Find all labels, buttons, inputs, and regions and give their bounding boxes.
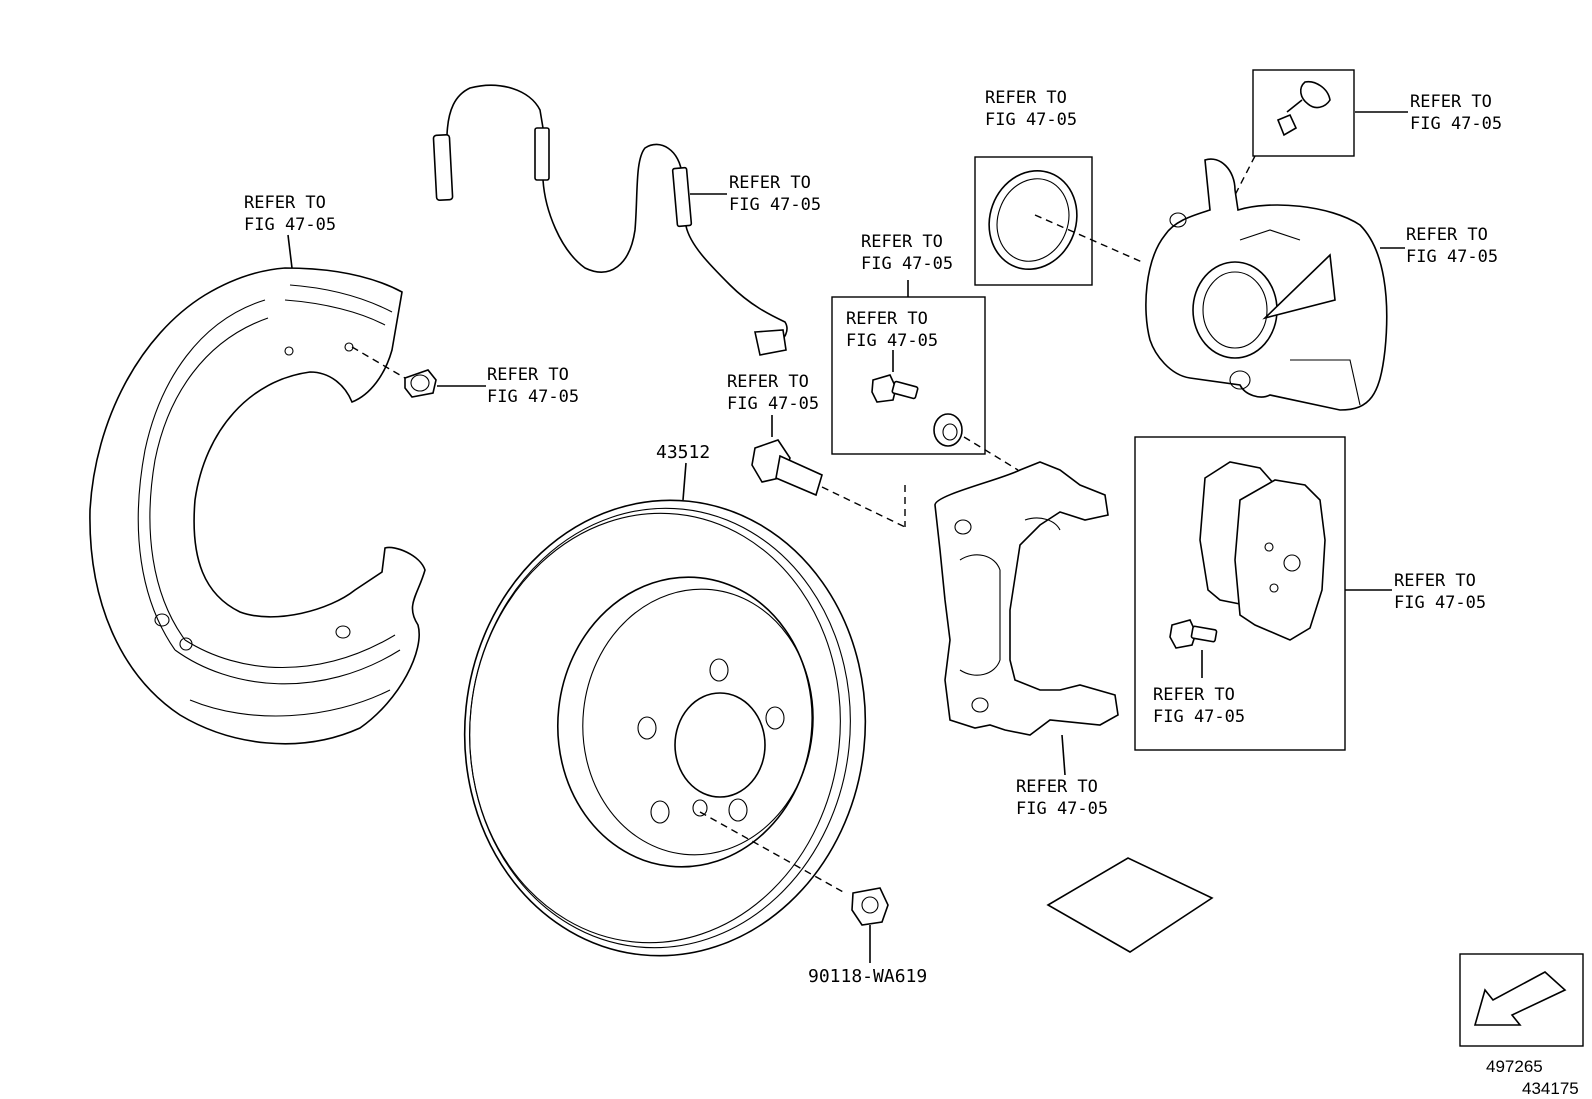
front-arrow-box bbox=[1459, 953, 1584, 1047]
rotor-part-number: 43512 bbox=[656, 442, 710, 463]
pad-box bbox=[1134, 436, 1346, 751]
guide-pin-bolt bbox=[871, 374, 919, 403]
brake-caliper bbox=[1145, 158, 1388, 411]
bracket-label-line2: FIG 47-05 bbox=[1016, 799, 1108, 819]
seal-label-line1: REFER TO bbox=[985, 88, 1067, 108]
guide-outer-label-line2: FIG 47-05 bbox=[861, 254, 953, 274]
footer-ref-b: 434175 bbox=[1522, 1079, 1579, 1098]
clip-box bbox=[1252, 69, 1355, 157]
clip-label-line1: REFER TO bbox=[1410, 92, 1492, 112]
pad-bolt-label-line2: FIG 47-05 bbox=[1153, 707, 1245, 727]
seal-label-line2: FIG 47-05 bbox=[985, 110, 1077, 130]
mounting-bolt bbox=[751, 439, 823, 497]
arrow-down-left-icon bbox=[1473, 971, 1567, 1026]
bracket-label-line1: REFER TO bbox=[1016, 777, 1098, 797]
piston-seal bbox=[988, 169, 1078, 271]
clip-label-line2: FIG 47-05 bbox=[1410, 114, 1502, 134]
caliper-label-line1: REFER TO bbox=[1406, 225, 1488, 245]
bleeder-clip bbox=[1276, 80, 1331, 137]
screw-part-number: 90118-WA619 bbox=[808, 966, 927, 987]
pad-bolt bbox=[1169, 619, 1218, 649]
shield-bolt-label-line1: REFER TO bbox=[487, 365, 569, 385]
guide-inner-label-line2: FIG 47-05 bbox=[846, 331, 938, 351]
guide-inner-label-line1: REFER TO bbox=[846, 309, 928, 329]
seal-box bbox=[974, 156, 1093, 286]
brake-pads bbox=[1199, 461, 1326, 641]
rotor-screw bbox=[851, 887, 889, 926]
mount-bolt-label-line1: REFER TO bbox=[727, 372, 809, 392]
sensor-label-line2: FIG 47-05 bbox=[729, 195, 821, 215]
caliper-label-line2: FIG 47-05 bbox=[1406, 247, 1498, 267]
guide-outer-label-line1: REFER TO bbox=[861, 232, 943, 252]
pads-label-line2: FIG 47-05 bbox=[1394, 593, 1486, 613]
shield-bolt bbox=[404, 369, 437, 398]
label-tag bbox=[1046, 857, 1214, 953]
sensor-label-line1: REFER TO bbox=[729, 173, 811, 193]
shield-label-line2: FIG 47-05 bbox=[244, 215, 336, 235]
footer-ref-a: 497265 bbox=[1486, 1057, 1543, 1076]
shield-label-line1: REFER TO bbox=[244, 193, 326, 213]
caliper-bracket bbox=[934, 461, 1119, 736]
mount-bolt-label-line2: FIG 47-05 bbox=[727, 394, 819, 414]
guide-pin-boot bbox=[933, 413, 963, 447]
wear-sensor-wire bbox=[432, 84, 788, 356]
pads-label-line1: REFER TO bbox=[1394, 571, 1476, 591]
dust-shield bbox=[89, 267, 426, 745]
pad-bolt-label-line1: REFER TO bbox=[1153, 685, 1235, 705]
shield-bolt-label-line2: FIG 47-05 bbox=[487, 387, 579, 407]
brake-rotor bbox=[463, 499, 867, 957]
